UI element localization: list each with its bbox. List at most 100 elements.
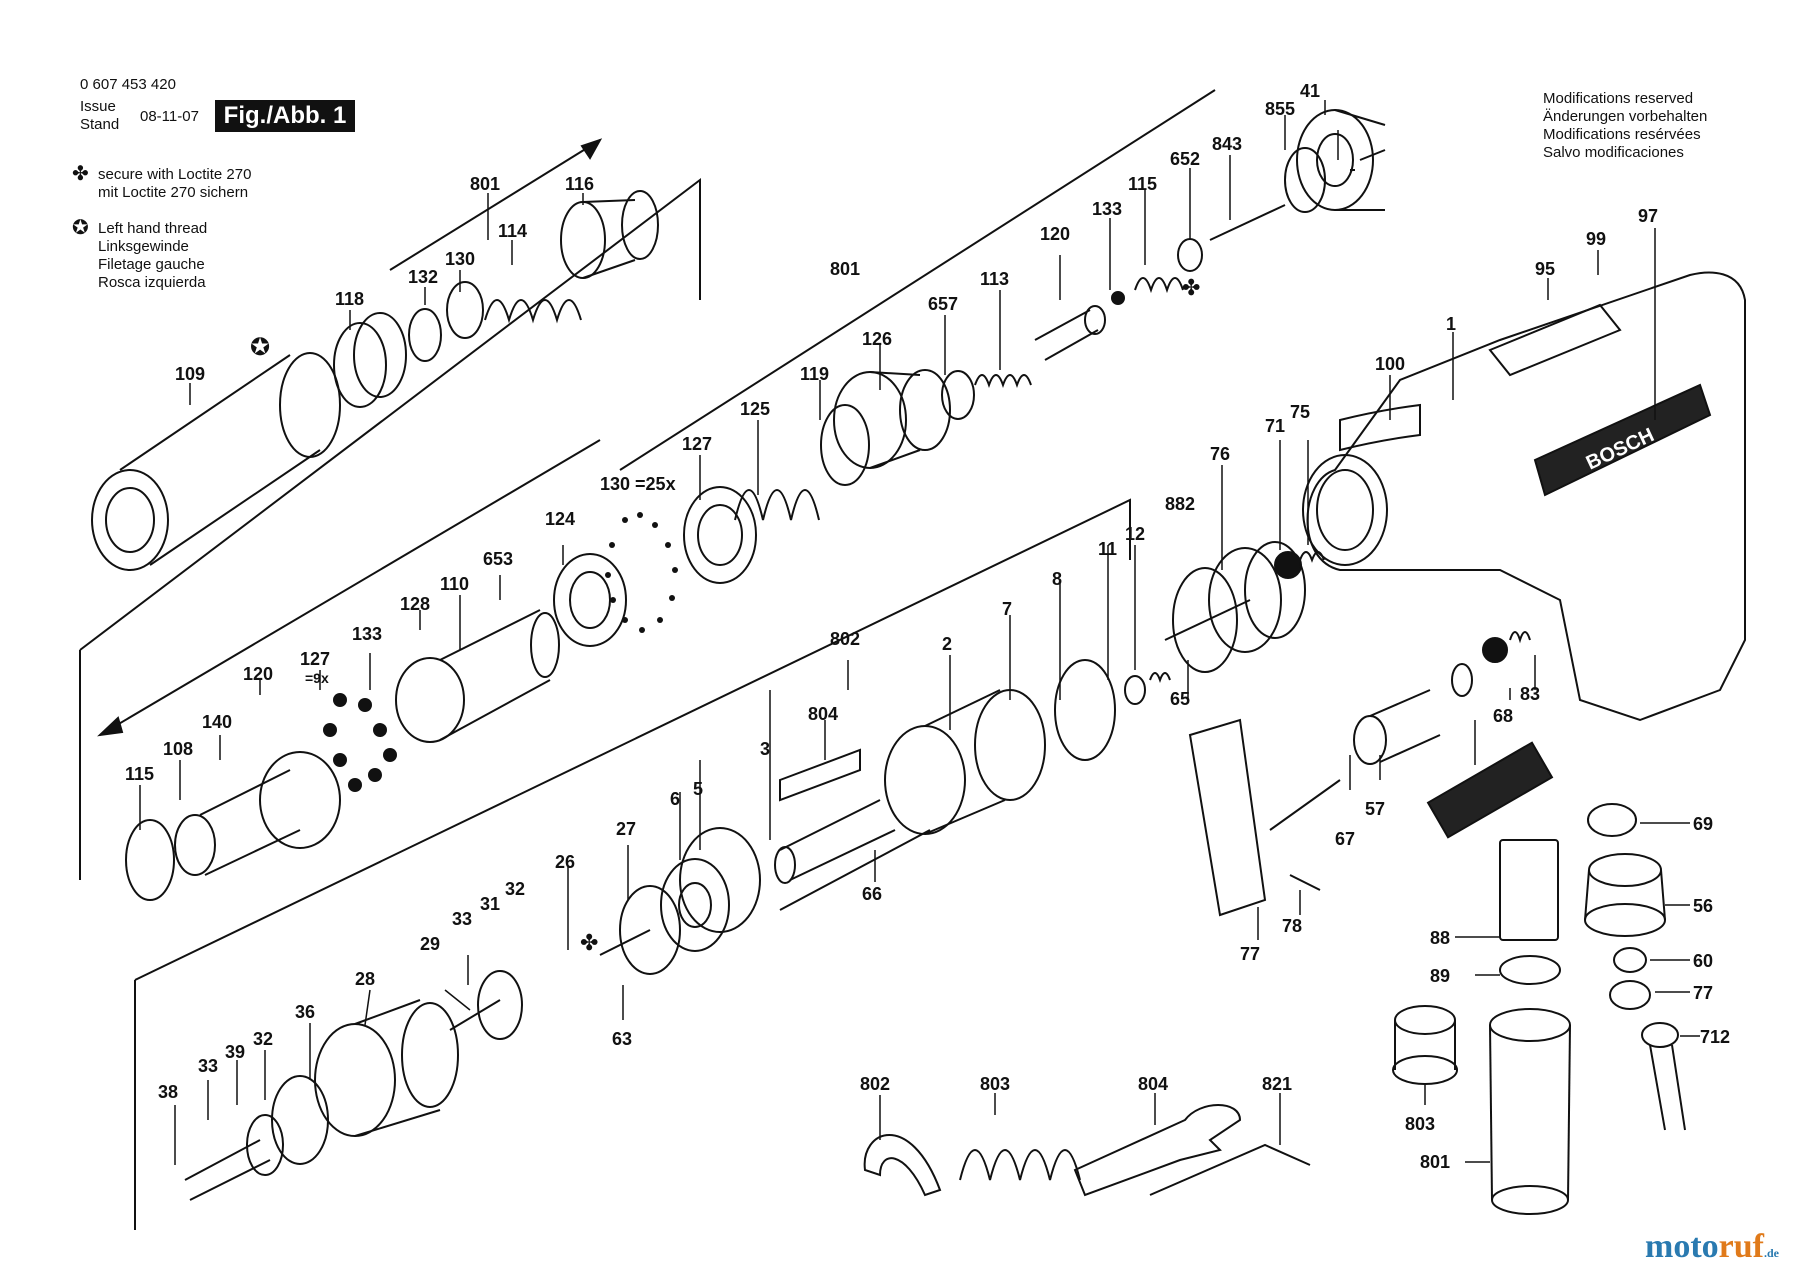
upper-frame (79, 177, 701, 651)
label-96: 97 (1638, 206, 1658, 226)
disc-89 (1499, 955, 1561, 985)
part-number: 0 607 453 420 (80, 76, 176, 93)
label-116: 119 (800, 364, 829, 384)
rotor-3 (774, 799, 896, 884)
ring-gear-28 (314, 999, 459, 1137)
balls-128 (323, 693, 397, 792)
label-27: 27 (616, 819, 636, 839)
label-41: 41 (1300, 81, 1320, 101)
label-8: 8 (1052, 569, 1062, 589)
note-es: Salvo modificaciones (1543, 144, 1684, 161)
label-33-top: 33 (452, 909, 472, 929)
sleeve-113 (560, 190, 659, 279)
label-12: 12 (1125, 524, 1145, 544)
valve-118 (1034, 305, 1106, 361)
label-3: 3 (760, 739, 770, 759)
pin-66 (779, 829, 931, 911)
filter-855 (1426, 741, 1554, 839)
label-102: 110 (440, 574, 469, 594)
label-29: 29 (420, 934, 440, 954)
label-128: 133 (352, 624, 382, 644)
label-110: 115 (125, 764, 154, 784)
ball-70 (1274, 551, 1302, 579)
endplate-8 (1054, 659, 1116, 761)
cylinder-2 (884, 689, 1046, 835)
label-32-top: 32 (505, 879, 525, 899)
band-99 (1339, 403, 1421, 452)
front-housing-100 (91, 352, 341, 571)
label-108: 115 (1128, 174, 1157, 194)
axis-arrow-801-top (389, 139, 601, 271)
pin-67 (1269, 779, 1341, 831)
label-78: 78 (1282, 916, 1302, 936)
cap-41 (1296, 109, 1386, 211)
axis-arrow-bottom (99, 439, 601, 736)
figure-label: Fig./Abb. 1 (215, 100, 355, 132)
left-hand-thread-icon-100: ✪ (250, 334, 270, 361)
loctite-icon: ✤ (72, 163, 89, 185)
bearing-6 (660, 858, 730, 952)
ring-116 (820, 404, 870, 486)
label-32: 32 (253, 1029, 273, 1049)
label-63: 63 (612, 1029, 632, 1049)
clutch-101 (174, 751, 341, 876)
spring-109 (734, 489, 820, 521)
silencer-653 (1489, 1008, 1571, 1215)
legend-thread-fr: Filetage gauche (98, 256, 205, 273)
ring-110 (125, 819, 175, 901)
ball-128-top (1111, 291, 1125, 305)
label-652: 712 (1700, 1027, 1730, 1047)
note-en: Modifications reserved (1543, 90, 1694, 107)
carrier-29 (449, 970, 523, 1040)
label-39: 39 (225, 1042, 245, 1062)
oring-855 (1451, 663, 1473, 697)
issue-date: 08-11-07 (140, 108, 199, 125)
label-118: 120 (1040, 224, 1070, 244)
shim-27 (619, 885, 681, 975)
label-95: 95 (1535, 259, 1555, 279)
axis-line-801 (619, 89, 1216, 471)
label-106: 114 (498, 221, 527, 241)
pin-78 (1289, 874, 1321, 891)
legend-thread-en: Left hand thread (98, 220, 208, 237)
block-77 (1188, 718, 1267, 917)
label-56: 56 (1693, 896, 1713, 916)
pin-821 (1209, 204, 1286, 241)
left-hand-thread-icon: ✪ (72, 217, 89, 239)
label-113: 116 (565, 174, 594, 194)
label-9x: =9x (305, 670, 329, 686)
spring-106 (484, 299, 582, 324)
label-657: 802 (860, 1074, 890, 1094)
wrench-708 (1073, 1104, 1242, 1197)
label-843: 855 (1265, 99, 1295, 119)
label-802: 802 (830, 629, 860, 649)
label-130: 130 =25x (600, 474, 676, 494)
legend-thread-de: Linksgewinde (98, 238, 189, 255)
label-882: 882 (1165, 494, 1195, 514)
label-133: 653 (483, 549, 513, 569)
label-33: 33 (198, 1056, 218, 1076)
issue-label: Issue (80, 98, 116, 115)
label-71: 75 (1290, 402, 1310, 422)
label-653: 801 (1420, 1152, 1450, 1172)
cap-88 (1499, 839, 1559, 941)
endplate-5 (679, 827, 761, 933)
stand-label: Stand (80, 116, 120, 133)
label-712: 821 (1262, 1074, 1292, 1094)
spindle-102 (395, 609, 560, 743)
label-804: 804 (808, 704, 838, 724)
label-38: 38 (158, 1082, 178, 1102)
label-1: 1 (1446, 314, 1456, 334)
label-803: 803 (1405, 1114, 1435, 1134)
housing-120 (833, 369, 951, 469)
label-129: 140 (202, 712, 232, 732)
label-100: 109 (175, 364, 205, 384)
label-76: 77 (1693, 983, 1713, 1003)
label-120: 126 (862, 329, 892, 349)
label-31: 31 (480, 894, 500, 914)
oring-140 (941, 370, 975, 420)
label-6: 6 (670, 789, 680, 809)
label-128-top: 133 (1092, 199, 1122, 219)
spring-12 (1149, 672, 1171, 683)
oring-882 (1172, 567, 1238, 673)
